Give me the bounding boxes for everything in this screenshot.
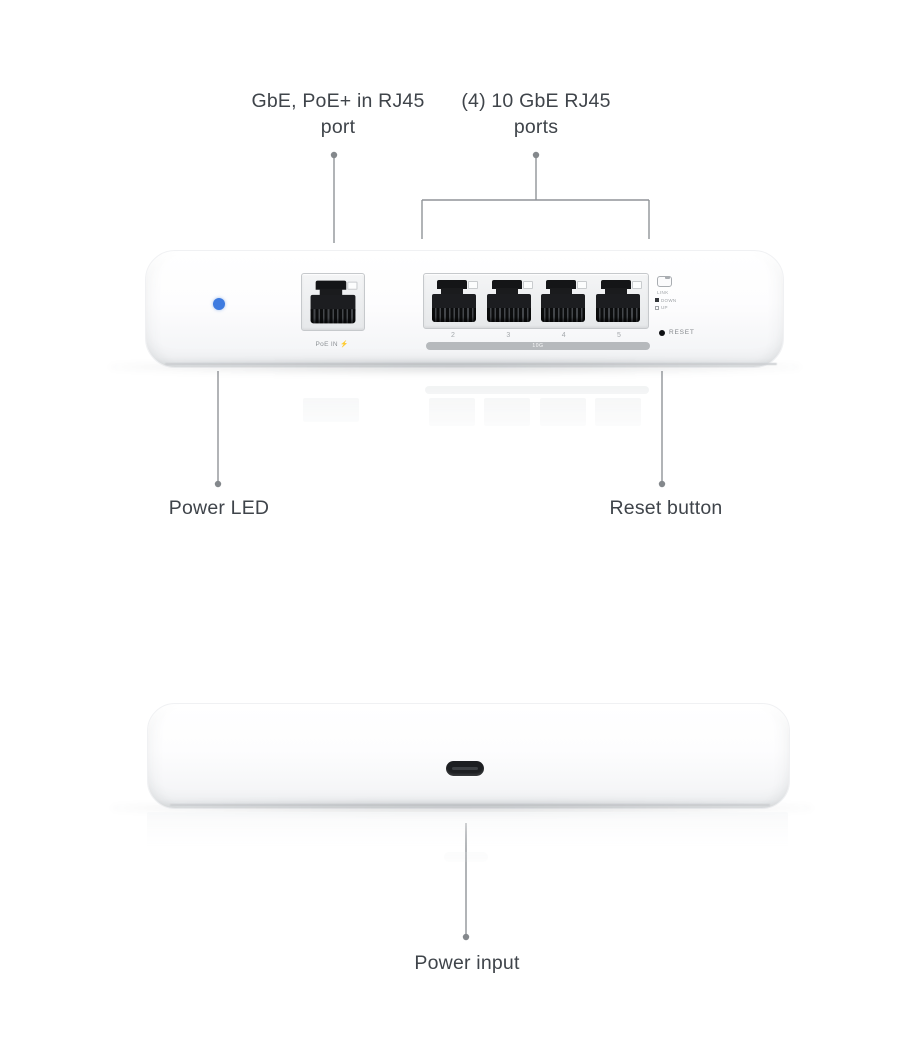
legend-link-label: LINK: [657, 290, 669, 295]
tengbe-port-group: [423, 273, 649, 329]
up-led-icon: [655, 305, 659, 310]
callout-dot-reset: [658, 480, 666, 488]
switch-front-view: PoE IN ⚡ 2 3 4 5: [145, 250, 784, 368]
port5-number: 5: [617, 332, 621, 339]
callout-bracket-10gbe: [421, 157, 650, 239]
poe-in-label: PoE IN ⚡: [315, 341, 349, 348]
port-number-labels: 2 3 4 5: [423, 332, 649, 339]
rj45-jack-port5: [595, 278, 642, 324]
rear-device-reflection: [0, 812, 900, 882]
reset-button-icon: [659, 329, 665, 336]
callout-label-reset-button: Reset button: [609, 497, 723, 519]
port5-led-icon: [631, 281, 642, 289]
port2-number: 2: [451, 332, 455, 339]
rj45-jack-poe: [310, 279, 358, 326]
legend-down-label: DOWN: [661, 297, 677, 303]
callout-dot-poe-port: [330, 151, 338, 159]
front-device-reflection: [0, 370, 900, 460]
usbc-power-port: [446, 761, 484, 776]
port3-number: 3: [506, 332, 511, 339]
port3-led-icon: [522, 281, 533, 289]
switch-rear-view: [147, 703, 790, 809]
port2-led-icon: [468, 281, 478, 289]
rj45-jack-port3: [486, 278, 533, 324]
callout-dot-power-led: [214, 480, 222, 488]
port4-led-icon: [577, 281, 588, 289]
port-icon: [657, 276, 672, 287]
10g-speed-bar: 10G: [426, 342, 650, 350]
power-led: [213, 298, 225, 310]
rear-base-line: [170, 804, 770, 806]
lightning-bolt-icon: ⚡: [340, 341, 349, 348]
port4-number: 4: [561, 332, 566, 339]
10g-speed-bar-label: 10G: [532, 343, 544, 349]
front-base-line: [165, 363, 777, 365]
callout-label-poe-port-line1: GbE, PoE+ in RJ45: [251, 90, 425, 112]
reset-label: RESET: [669, 329, 695, 336]
down-led-icon: [655, 298, 659, 302]
callout-label-poe-port-line2: port: [320, 116, 356, 138]
poe-port-led-icon: [347, 281, 358, 290]
callout-label-poe-port: GbE, PoE+ in RJ45 port: [188, 88, 488, 140]
callout-label-10gbe-ports: (4) 10 GbE RJ45 ports: [386, 88, 686, 140]
front-ground-shadow: [110, 359, 800, 375]
callout-dot-10gbe: [532, 151, 540, 159]
reset-button: RESET: [659, 329, 695, 336]
led-legend: LINK DOWN UP: [654, 276, 704, 310]
legend-up-label: UP: [661, 305, 668, 310]
poe-in-port: [301, 273, 365, 331]
callout-label-power-input: Power input: [414, 952, 520, 974]
rj45-jack-port2: [431, 278, 478, 324]
callout-label-10gbe-line2: ports: [513, 116, 559, 138]
callout-dot-power-input: [462, 933, 470, 941]
callout-label-10gbe-line1: (4) 10 GbE RJ45: [461, 90, 611, 112]
callout-label-power-led: Power LED: [168, 497, 270, 519]
rj45-jack-port4: [540, 278, 588, 324]
